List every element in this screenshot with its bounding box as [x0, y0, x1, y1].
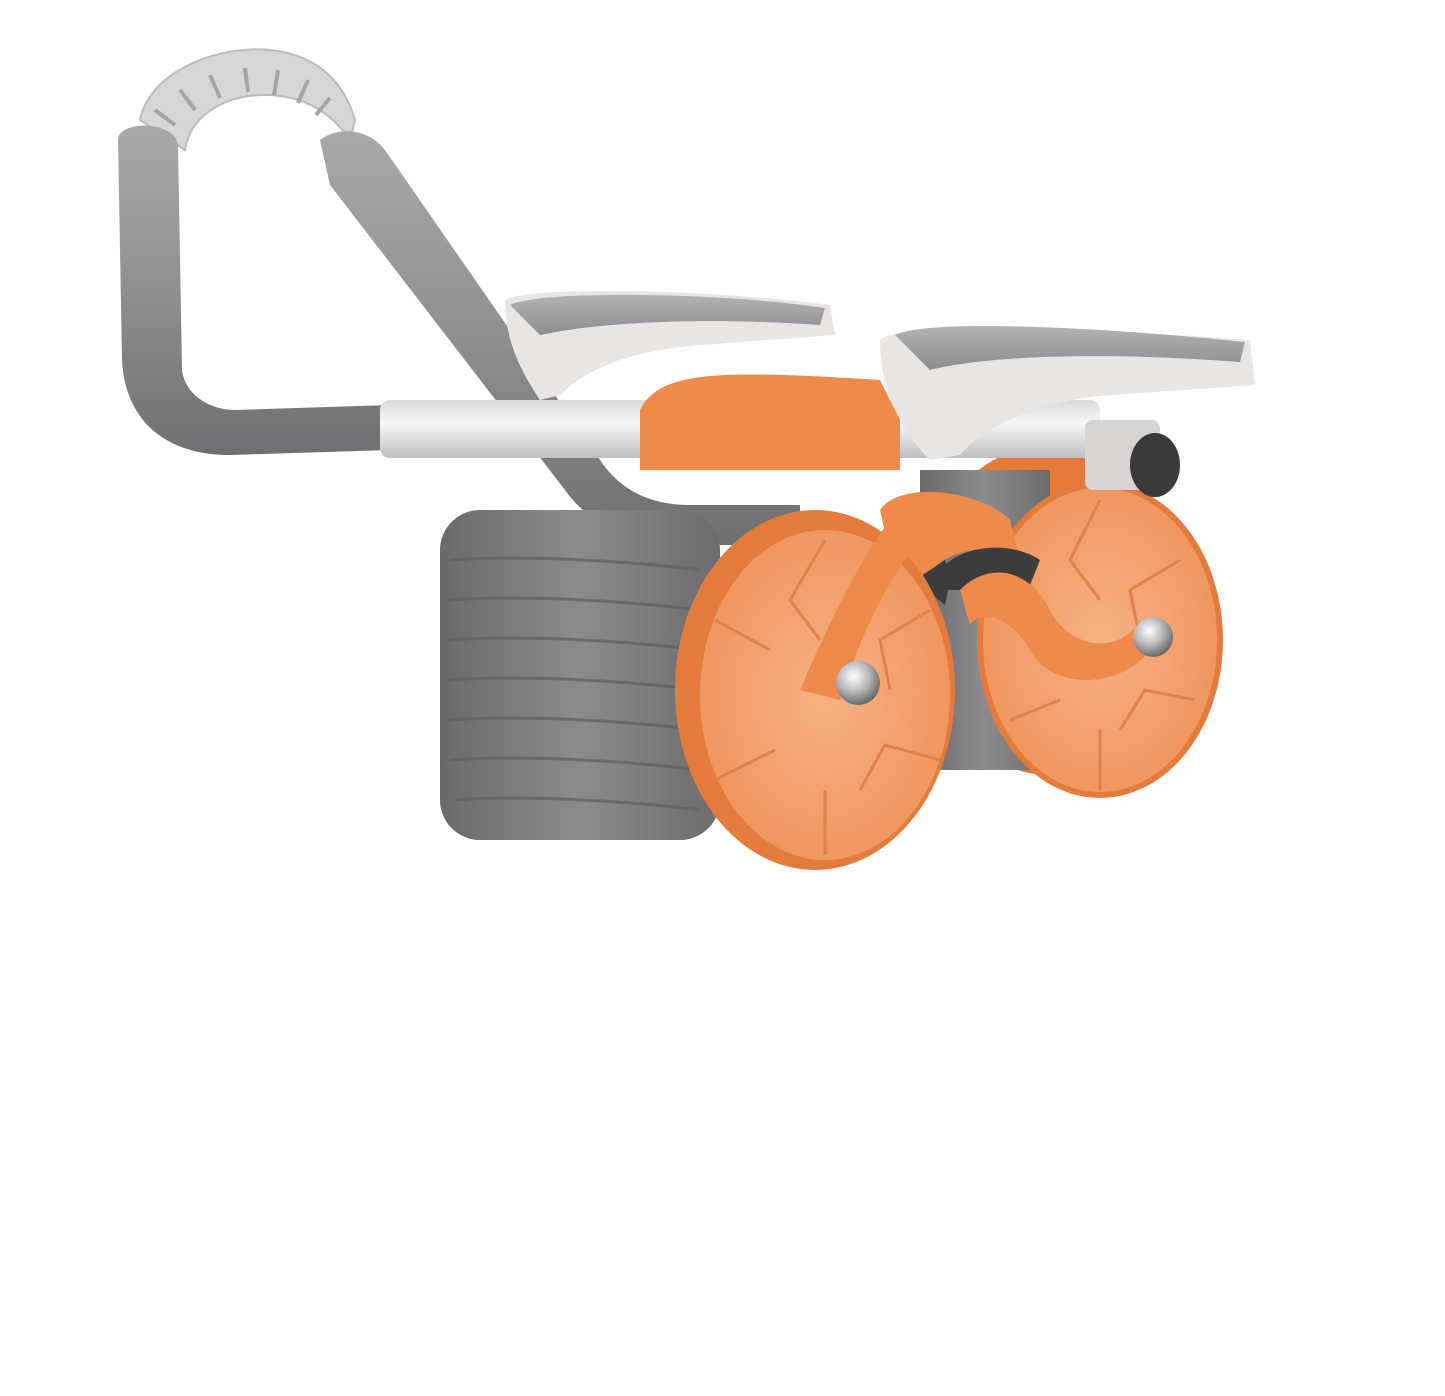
center-hub [640, 374, 1040, 605]
knee-pads [505, 290, 1255, 460]
bolt-icon [836, 661, 880, 705]
left-wheel [440, 510, 1150, 870]
arrow-icon [915, 560, 980, 605]
bolt-icon [1133, 617, 1173, 657]
handle [118, 48, 800, 546]
